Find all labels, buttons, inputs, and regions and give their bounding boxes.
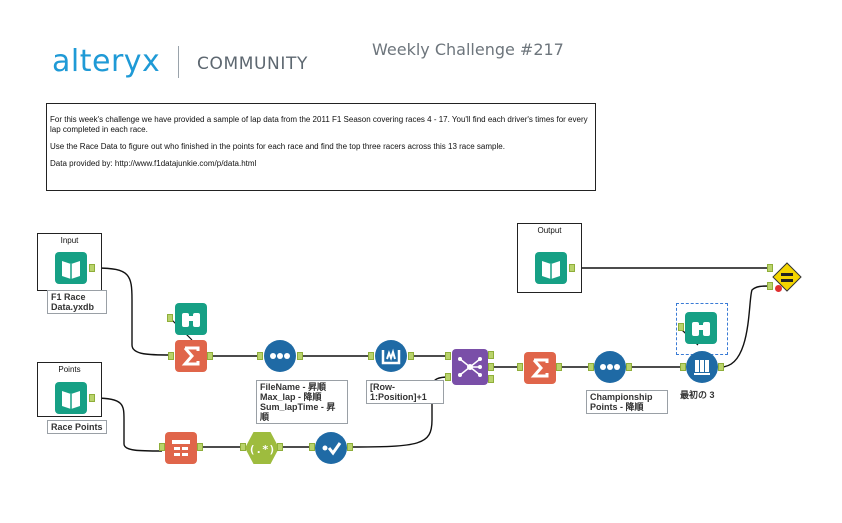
sample-annotation: 最初の 3 bbox=[680, 390, 715, 400]
output-anchor[interactable] bbox=[626, 363, 632, 371]
sort1-annotation: FileName - 昇順 Max_lap - 降順 Sum_lapTime -… bbox=[256, 380, 348, 424]
join-right-anchor[interactable] bbox=[445, 373, 451, 381]
input-anchor[interactable] bbox=[159, 443, 165, 451]
output-tool[interactable] bbox=[535, 252, 567, 284]
error-indicator-icon bbox=[775, 285, 782, 292]
description-p3: Data provided by: http://www.f1datajunki… bbox=[50, 159, 257, 168]
input-anchor[interactable] bbox=[168, 352, 174, 360]
expect-input-anchor[interactable] bbox=[767, 264, 773, 272]
description-comment[interactable]: For this week's challenge we have provid… bbox=[46, 103, 596, 191]
output-anchor[interactable] bbox=[89, 394, 95, 402]
output-anchor[interactable] bbox=[408, 352, 414, 360]
summarize-tool-2[interactable] bbox=[524, 352, 556, 384]
sort2-annotation: Championship Points - 降順 bbox=[586, 390, 668, 414]
output-anchor[interactable] bbox=[277, 443, 283, 451]
browse-tool-1[interactable] bbox=[175, 303, 207, 335]
points-container-title: Points bbox=[58, 365, 81, 374]
text-to-columns-tool[interactable] bbox=[165, 432, 197, 464]
input-anchor[interactable] bbox=[309, 443, 315, 451]
summarize-sigma-icon bbox=[181, 346, 200, 366]
description-p1: For this week's challenge we have provid… bbox=[50, 115, 588, 134]
sort-tool-1[interactable] bbox=[264, 340, 296, 372]
select-check-icon bbox=[322, 442, 342, 456]
multirow-formula-icon bbox=[381, 348, 401, 365]
summarize-sigma-icon bbox=[530, 358, 549, 378]
output-anchor[interactable] bbox=[347, 443, 353, 451]
input-tool-race[interactable] bbox=[55, 252, 87, 284]
sample-tool[interactable] bbox=[686, 351, 718, 383]
description-p2: Use the Race Data to figure out who fini… bbox=[50, 142, 505, 151]
input-book-icon bbox=[62, 391, 80, 409]
join-tool[interactable] bbox=[452, 349, 488, 385]
browse-binoculars-icon bbox=[182, 313, 200, 327]
output-anchor[interactable] bbox=[207, 352, 213, 360]
input-anchor[interactable] bbox=[167, 314, 173, 322]
input-anchor[interactable] bbox=[517, 363, 523, 371]
input-anchor[interactable] bbox=[240, 443, 246, 451]
sort-dots-icon bbox=[600, 364, 620, 370]
output-anchor[interactable] bbox=[297, 352, 303, 360]
sort-dots-icon bbox=[270, 353, 290, 359]
race-points-annotation: Race Points bbox=[47, 420, 107, 434]
select-tool[interactable] bbox=[315, 432, 347, 464]
sort-tool-2[interactable] bbox=[594, 351, 626, 383]
input-anchor[interactable] bbox=[257, 352, 263, 360]
output-anchor[interactable] bbox=[569, 264, 575, 272]
input-anchor[interactable] bbox=[680, 363, 686, 371]
sample-icon bbox=[694, 360, 710, 375]
conn-input-summarize bbox=[95, 267, 172, 356]
join-l-output-anchor[interactable] bbox=[488, 351, 494, 359]
expect-equal-icon bbox=[772, 262, 802, 292]
alteryx-logo: alteryx bbox=[52, 44, 161, 79]
challenge-title: Weekly Challenge #217 bbox=[372, 40, 564, 59]
conn-sample-expect bbox=[720, 285, 771, 368]
input-anchor[interactable] bbox=[588, 363, 594, 371]
output-anchor[interactable] bbox=[197, 443, 203, 451]
text-to-columns-icon bbox=[172, 440, 190, 456]
input-tool-points[interactable] bbox=[55, 382, 87, 414]
join-r-output-anchor[interactable] bbox=[488, 375, 494, 383]
input-book-icon bbox=[62, 261, 80, 279]
join-icon bbox=[458, 357, 482, 377]
output-container-title: Output bbox=[537, 226, 562, 235]
output-anchor[interactable] bbox=[718, 363, 724, 371]
input-book-icon bbox=[542, 261, 560, 279]
input-anchor[interactable] bbox=[678, 323, 684, 331]
community-label: COMMUNITY bbox=[197, 54, 308, 74]
f1-race-annotation: F1 Race Data.yxdb bbox=[47, 290, 107, 314]
expect-equal-tool[interactable] bbox=[772, 262, 802, 292]
summarize-tool-1[interactable] bbox=[175, 340, 207, 372]
conn-select-join bbox=[348, 376, 450, 448]
expect-input-anchor-2[interactable] bbox=[767, 282, 773, 290]
input-anchor[interactable] bbox=[368, 352, 374, 360]
output-anchor[interactable] bbox=[556, 363, 562, 371]
svg-text:(.*): (.*) bbox=[249, 443, 276, 456]
join-left-anchor[interactable] bbox=[445, 352, 451, 360]
input-container-title: Input bbox=[60, 236, 79, 245]
output-anchor[interactable] bbox=[89, 264, 95, 272]
logo-divider bbox=[178, 46, 179, 78]
browse-tool-2[interactable] bbox=[685, 312, 717, 344]
multirow-formula-tool[interactable] bbox=[375, 340, 407, 372]
conn-points-texttocol bbox=[94, 397, 163, 452]
multirow-annotation: [Row-1:Position]+1 bbox=[366, 380, 444, 404]
join-j-output-anchor[interactable] bbox=[488, 363, 494, 371]
regex-icon: (.*) bbox=[249, 443, 276, 456]
browse-binoculars-icon bbox=[692, 322, 710, 336]
